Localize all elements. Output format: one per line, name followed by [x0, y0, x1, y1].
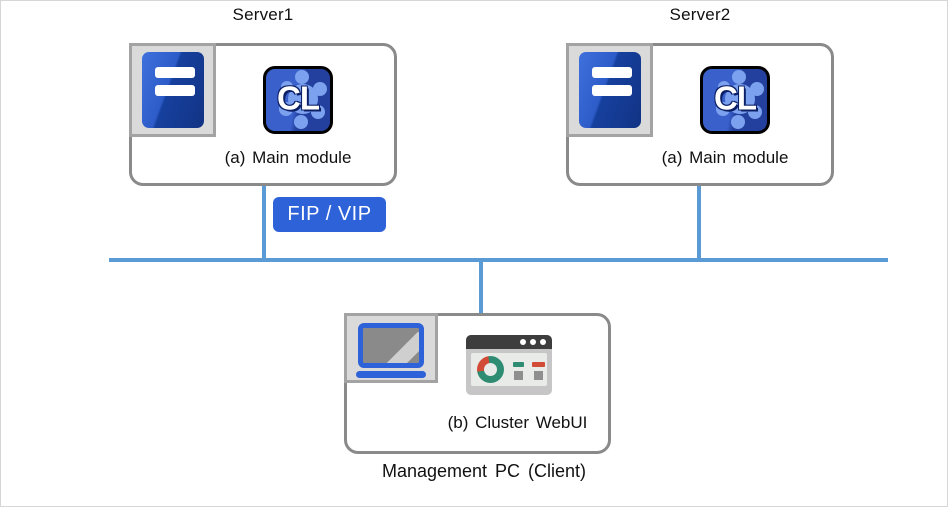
- laptop-icon: [344, 313, 438, 383]
- fip-vip-badge: FIP / VIP: [273, 197, 386, 232]
- cluster-cl-icon: CL: [263, 66, 333, 134]
- server1-module-label: (a) Main module: [224, 148, 352, 167]
- server1-title: Server1: [232, 5, 294, 24]
- mini-widget-red: [532, 362, 545, 380]
- mini-widget-teal: [513, 362, 524, 380]
- network-link-server2: [697, 186, 701, 262]
- window-dot-icon: [530, 339, 536, 345]
- network-link-management-pc: [479, 260, 483, 314]
- webui-module-label: (b) Cluster WebUI: [447, 413, 588, 432]
- server2-title: Server2: [669, 5, 731, 24]
- mini-bar: [532, 362, 545, 367]
- gear-shape: [716, 70, 764, 129]
- server-drive-bay: [592, 67, 632, 78]
- network-link-server1: [262, 186, 266, 262]
- server1-box: CL (a) Main module: [129, 43, 397, 186]
- laptop-screen: [358, 323, 424, 368]
- server2-module-label: (a) Main module: [661, 148, 789, 167]
- management-pc-box: (b) Cluster WebUI: [344, 313, 611, 454]
- donut-chart-icon: [477, 356, 504, 383]
- window-dot-icon: [540, 339, 546, 345]
- mini-bar: [513, 362, 524, 367]
- server-tower-body: [142, 52, 204, 128]
- management-pc-caption: Management PC (Client): [381, 461, 587, 481]
- network-line-horizontal: [109, 258, 888, 262]
- cl-logo-text: CL: [277, 79, 320, 117]
- server-tower-icon: [566, 43, 653, 137]
- gear-shape: [279, 70, 327, 129]
- cluster-cl-icon: CL: [700, 66, 770, 134]
- server-tower-icon: [129, 43, 216, 137]
- server-drive-bay: [592, 85, 632, 96]
- server2-box: CL (a) Main module: [566, 43, 834, 186]
- mini-square: [534, 371, 543, 380]
- window-dot-icon: [520, 339, 526, 345]
- browser-dashboard-icon: [466, 335, 552, 395]
- browser-content: [471, 353, 547, 386]
- server-drive-bay: [155, 67, 195, 78]
- mini-square: [514, 371, 523, 380]
- server-tower-body: [579, 52, 641, 128]
- cl-logo-text: CL: [714, 79, 757, 117]
- server-drive-bay: [155, 85, 195, 96]
- donut-hole: [484, 363, 497, 376]
- laptop-base: [356, 371, 426, 378]
- browser-titlebar: [466, 335, 552, 349]
